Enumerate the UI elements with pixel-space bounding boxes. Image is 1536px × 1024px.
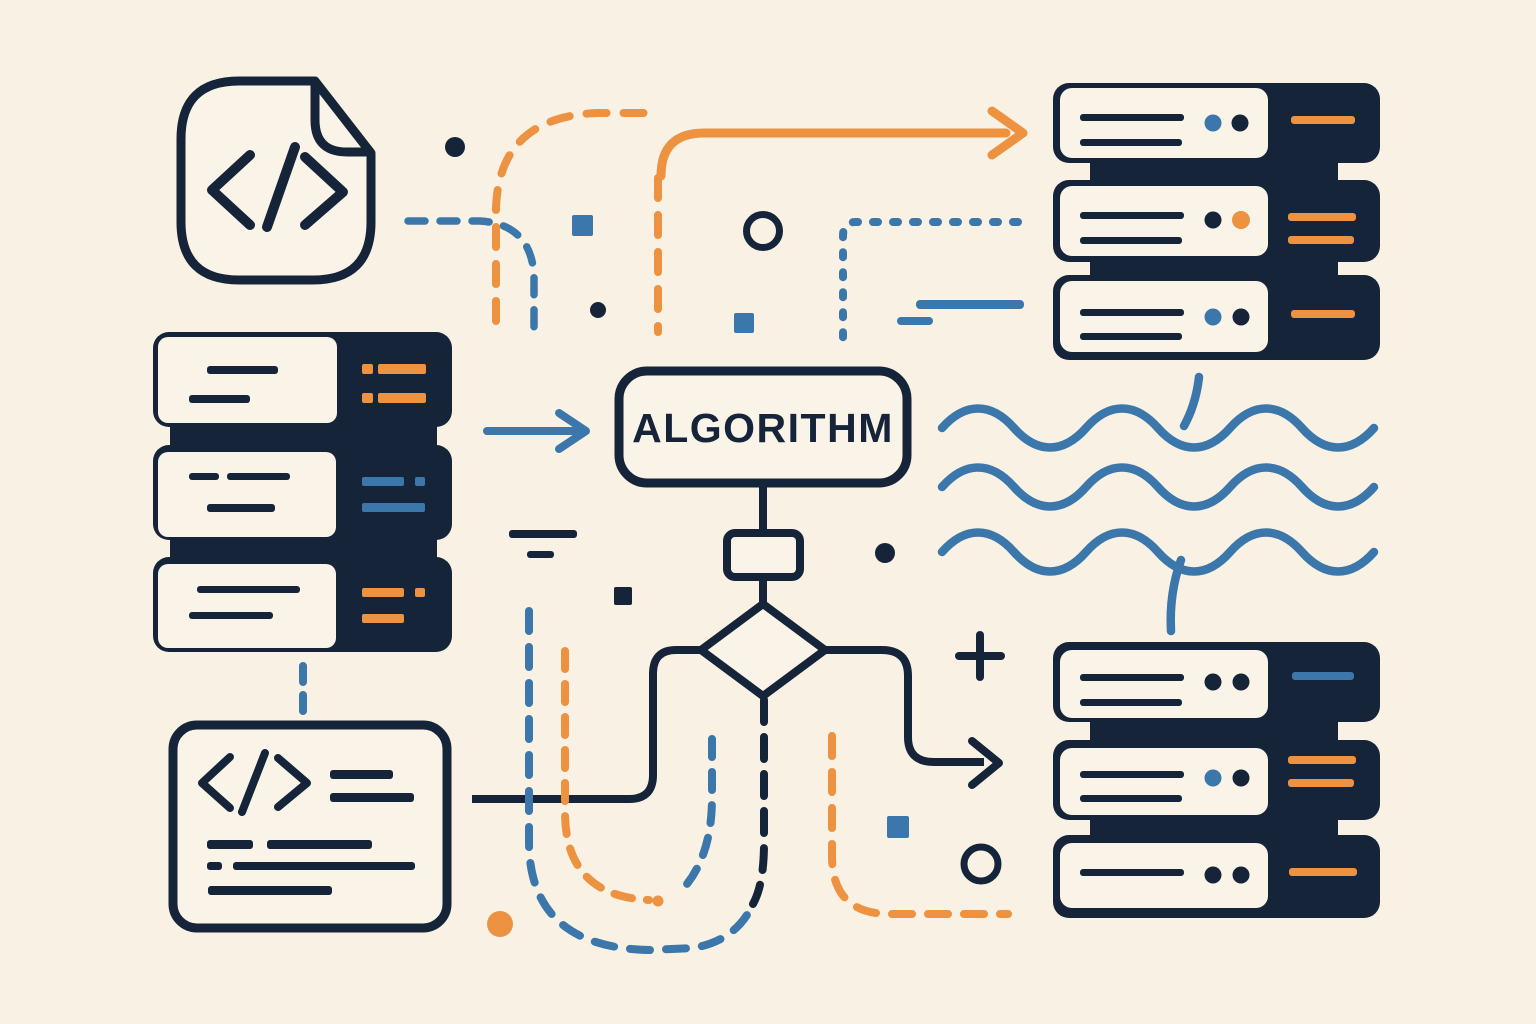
orange-flow-arrow xyxy=(656,106,1028,181)
blue-dashed-corner xyxy=(404,217,538,336)
wave-line xyxy=(937,404,1379,452)
dot-accent xyxy=(590,302,606,318)
led-dots xyxy=(1204,673,1250,884)
panel-text-lines xyxy=(1080,674,1184,876)
document-outline xyxy=(176,76,376,285)
server-panel xyxy=(158,337,337,423)
orange-dashed-inner-j xyxy=(561,647,653,904)
line-accent xyxy=(916,300,1024,309)
blue-dashed-inner-j xyxy=(677,735,716,895)
circle-outline-accent xyxy=(960,843,1002,885)
blue-input-arrow xyxy=(483,409,590,453)
dot-accent xyxy=(445,137,465,157)
arrowhead-icon xyxy=(987,106,1028,160)
dot-accent xyxy=(875,543,895,563)
arrowhead-icon xyxy=(555,409,590,453)
panel-text-lines xyxy=(189,366,300,619)
server-accent-lights xyxy=(1288,116,1356,318)
arrowhead-icon xyxy=(968,737,1003,789)
line-accent xyxy=(527,551,554,558)
code-glyph-icon xyxy=(207,142,348,232)
led-dots xyxy=(1204,114,1250,326)
wave-branch-top xyxy=(1179,372,1204,431)
code-text-lines xyxy=(207,770,415,895)
line-accent xyxy=(897,317,933,325)
dashed-flow-paths xyxy=(404,109,1022,955)
decision-diamond xyxy=(697,600,829,700)
server-panel xyxy=(158,452,336,537)
plus-icon xyxy=(955,631,1005,681)
square-accent xyxy=(734,313,754,333)
flowchart: ALGORITHM xyxy=(472,366,1003,803)
orange-dot-accent xyxy=(487,911,513,937)
server-stack-top-right xyxy=(1053,83,1380,360)
folded-corner xyxy=(310,80,371,157)
black-dashed-drop xyxy=(749,696,768,908)
server-stack-bottom-right xyxy=(1053,642,1380,918)
orange-dashed-arch xyxy=(492,109,650,325)
orange-path-end-dot xyxy=(652,895,664,907)
server-stack-left xyxy=(153,332,452,652)
wave-lines xyxy=(937,372,1379,636)
square-accent xyxy=(887,816,909,838)
decision-branch-left xyxy=(472,646,701,803)
line-accent xyxy=(509,530,577,538)
code-glyph-icon xyxy=(198,749,311,816)
algorithm-box xyxy=(614,366,912,488)
code-snippet-card xyxy=(168,720,452,933)
blue-dotted-corner xyxy=(839,218,1022,348)
process-node xyxy=(723,529,804,581)
decision-branch-right xyxy=(825,646,984,766)
server-accent-lights xyxy=(1288,672,1357,876)
blue-dashed-outer-u xyxy=(525,607,756,955)
wave-branch-bottom xyxy=(1166,555,1186,636)
square-accent xyxy=(614,587,632,605)
panel-text-lines xyxy=(1080,114,1184,340)
server-accent-lights xyxy=(362,364,426,623)
algorithm-label: ALGORITHM xyxy=(632,405,894,451)
code-file-icon xyxy=(176,76,376,285)
wave-line xyxy=(937,463,1379,511)
orange-dashed-bottom-corner xyxy=(828,732,1012,918)
wave-line xyxy=(937,528,1379,576)
square-accent xyxy=(572,215,593,236)
server-panel xyxy=(158,564,336,648)
geometric-accents xyxy=(445,137,1024,937)
circle-outline-accent xyxy=(743,211,783,251)
